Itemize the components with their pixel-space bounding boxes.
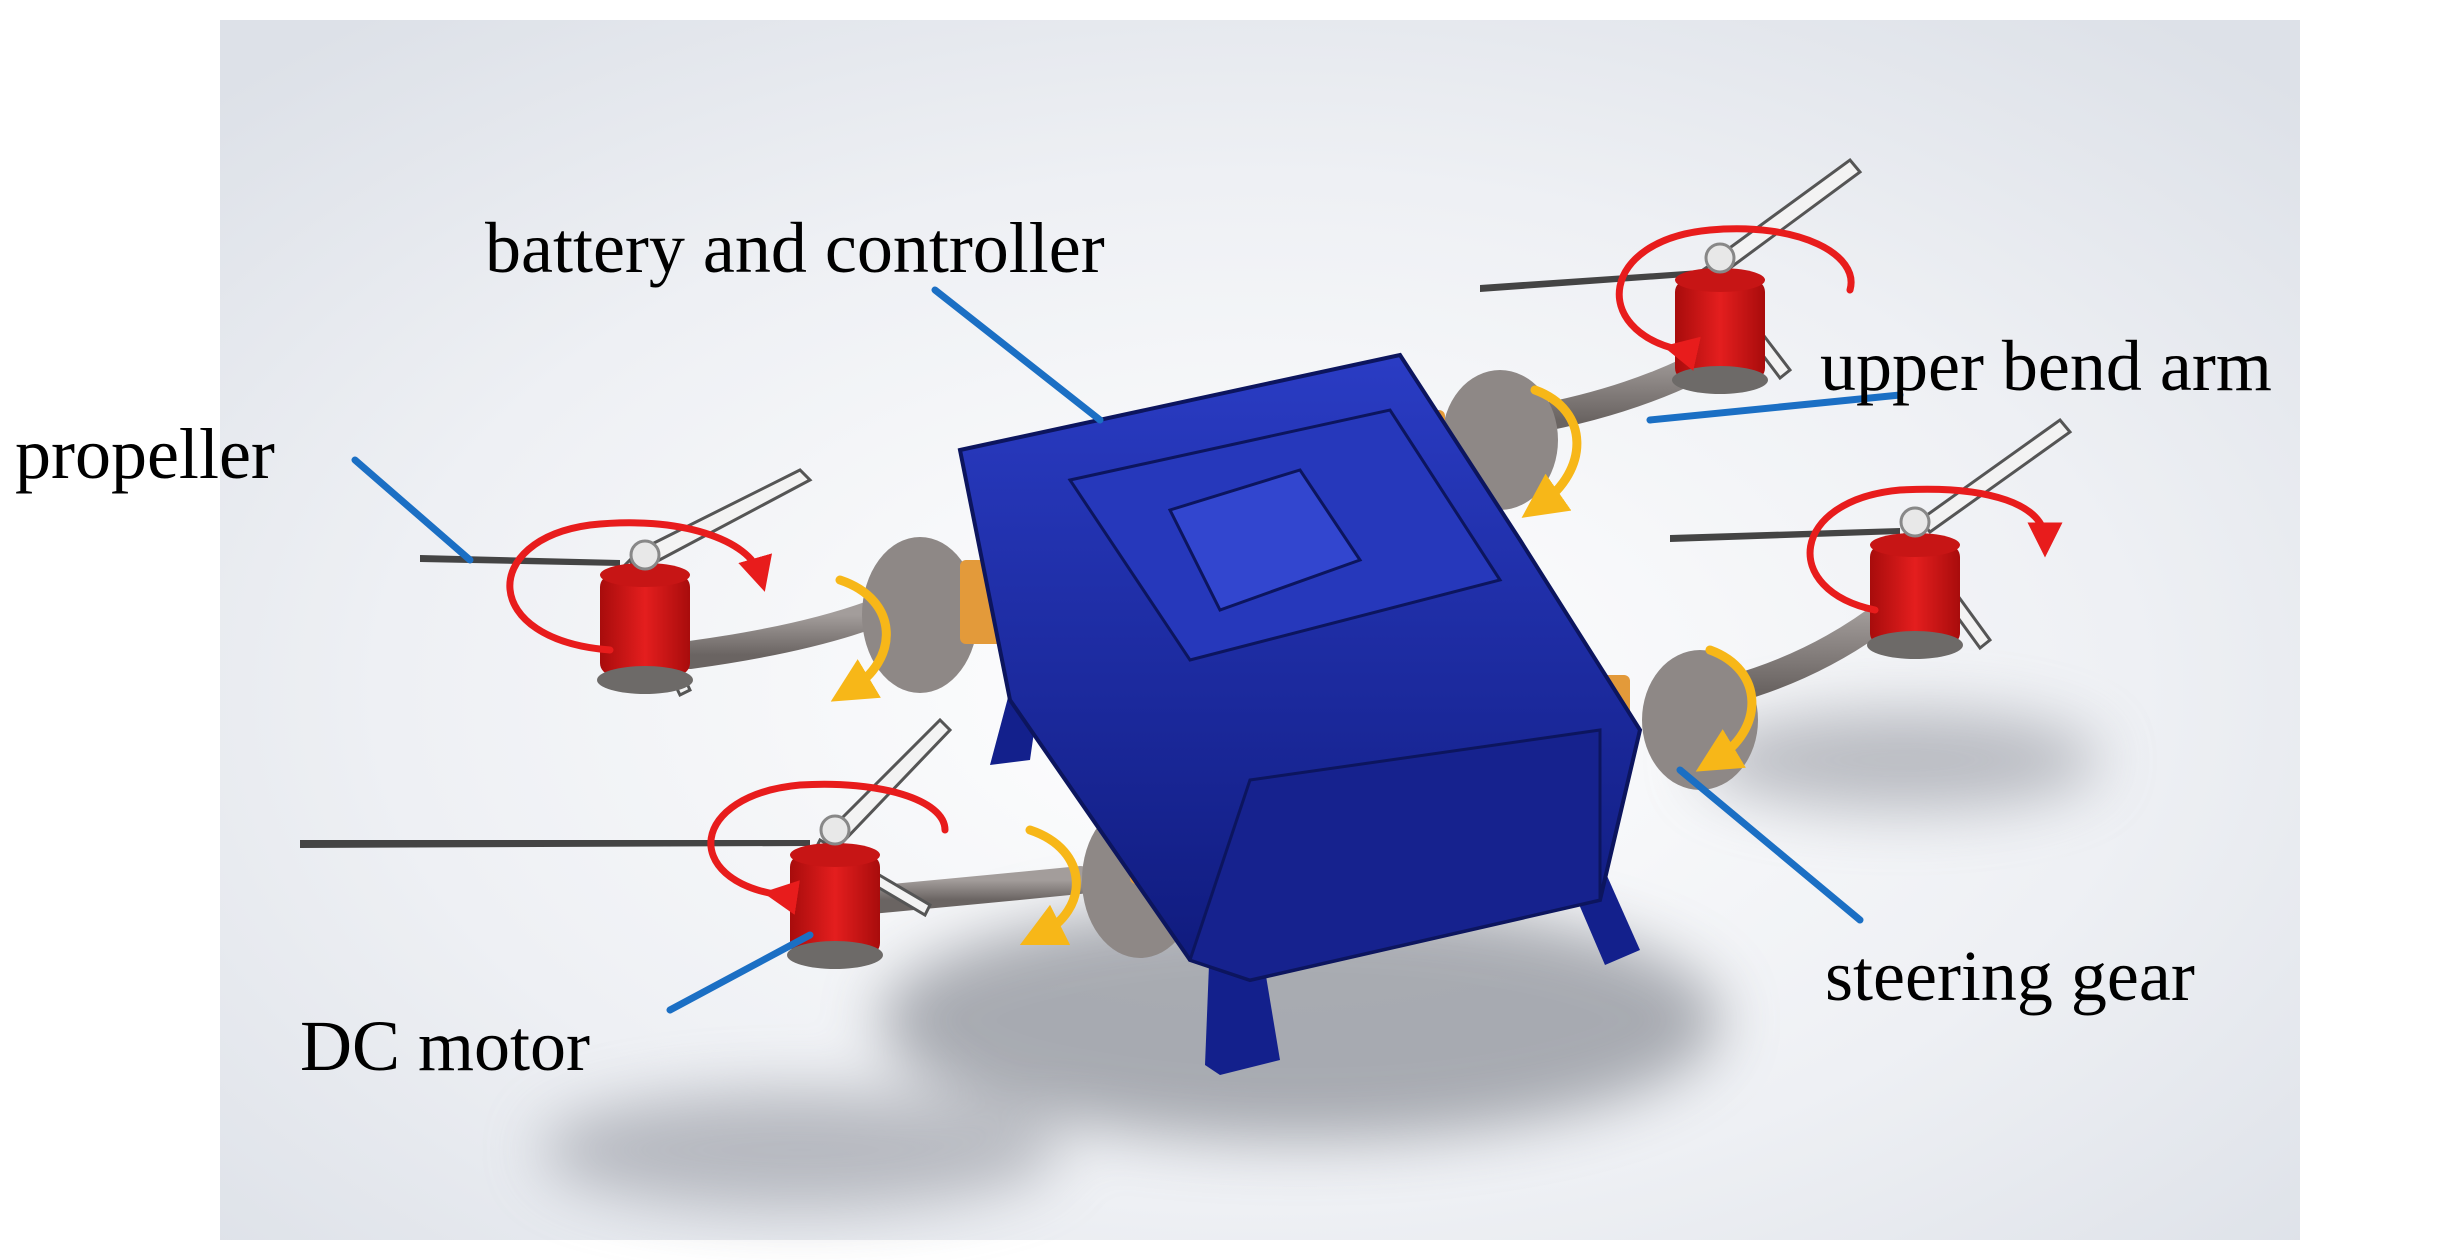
label-dc-motor: DC motor xyxy=(300,1006,591,1086)
leader-battery xyxy=(931,286,1104,424)
label-battery-and-controller: battery and controller xyxy=(485,208,1105,288)
leader-steering xyxy=(1676,766,1864,924)
label-steering-gear: steering gear xyxy=(1825,936,2195,1016)
leader-upper-arm xyxy=(1646,391,1904,424)
steering-rotation-arrows xyxy=(830,385,1757,946)
ground-shadow xyxy=(540,710,2100,1210)
leader-lines xyxy=(351,286,1904,1014)
leader-propeller xyxy=(351,456,474,564)
battery-and-controller-body xyxy=(957,352,1643,983)
label-upper-bend-arm: upper bend arm xyxy=(1820,326,2272,406)
leader-dc-motor xyxy=(666,931,814,1014)
propeller-rotation-arrows xyxy=(506,225,2063,915)
label-propeller: propeller xyxy=(15,414,275,494)
